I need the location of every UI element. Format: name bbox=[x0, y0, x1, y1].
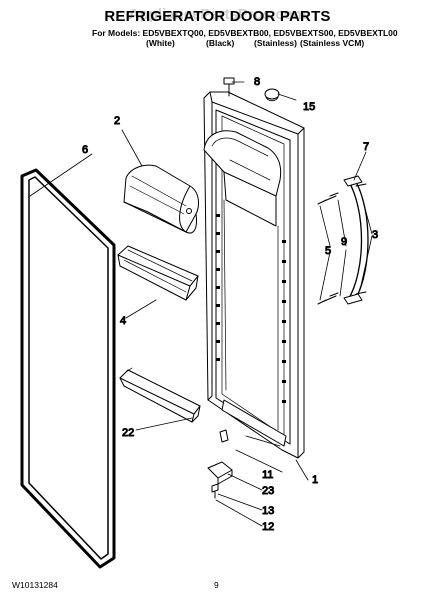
callout-23: 23 bbox=[262, 485, 274, 497]
models-line: For Models: ED5VBEXTQ00, ED5VBEXTB00, ED… bbox=[92, 28, 398, 38]
bin-cleats bbox=[216, 214, 286, 403]
callout-3: 3 bbox=[372, 229, 378, 241]
callout-6: 6 bbox=[82, 144, 88, 156]
door-gasket bbox=[20, 168, 116, 569]
variant-stainless-vcm: (Stainless VCM) bbox=[300, 38, 365, 48]
callout-11: 11 bbox=[262, 469, 273, 481]
callout-13: 13 bbox=[262, 505, 274, 517]
variant-stainless: (Stainless) bbox=[254, 38, 297, 48]
page-number: 9 bbox=[214, 580, 219, 590]
callout-5: 5 bbox=[325, 245, 331, 257]
door-handle bbox=[343, 175, 369, 305]
handle-screws bbox=[317, 183, 367, 305]
leader-lines bbox=[29, 81, 373, 527]
callout-22: 22 bbox=[122, 427, 134, 439]
callout-12: 12 bbox=[262, 521, 274, 533]
callout-7: 7 bbox=[363, 141, 369, 153]
page-title: REFRIGERATOR DOOR PARTS bbox=[104, 8, 331, 25]
bottom-hinge-bushing bbox=[219, 429, 229, 443]
watermark: AppliancePartsPros.com bbox=[128, 6, 307, 23]
variant-black: (Black) bbox=[206, 38, 235, 48]
lower-bin bbox=[119, 367, 201, 423]
hinge-screw bbox=[223, 77, 235, 97]
callout-4: 4 bbox=[120, 315, 126, 327]
door-bin bbox=[117, 245, 199, 301]
callout-9: 9 bbox=[341, 236, 347, 248]
variant-white: (White) bbox=[146, 38, 175, 48]
callout-8: 8 bbox=[254, 76, 260, 88]
bottom-hinge-screw bbox=[211, 483, 219, 499]
dairy-door bbox=[123, 164, 199, 234]
door-assembly bbox=[203, 91, 305, 459]
callout-2: 2 bbox=[114, 115, 120, 127]
bottom-hinge-bracket bbox=[207, 461, 233, 485]
hinge-cap bbox=[264, 88, 280, 102]
callout-1: 1 bbox=[312, 474, 318, 486]
doc-number: W10131284 bbox=[12, 580, 58, 590]
callout-15: 15 bbox=[303, 101, 315, 113]
